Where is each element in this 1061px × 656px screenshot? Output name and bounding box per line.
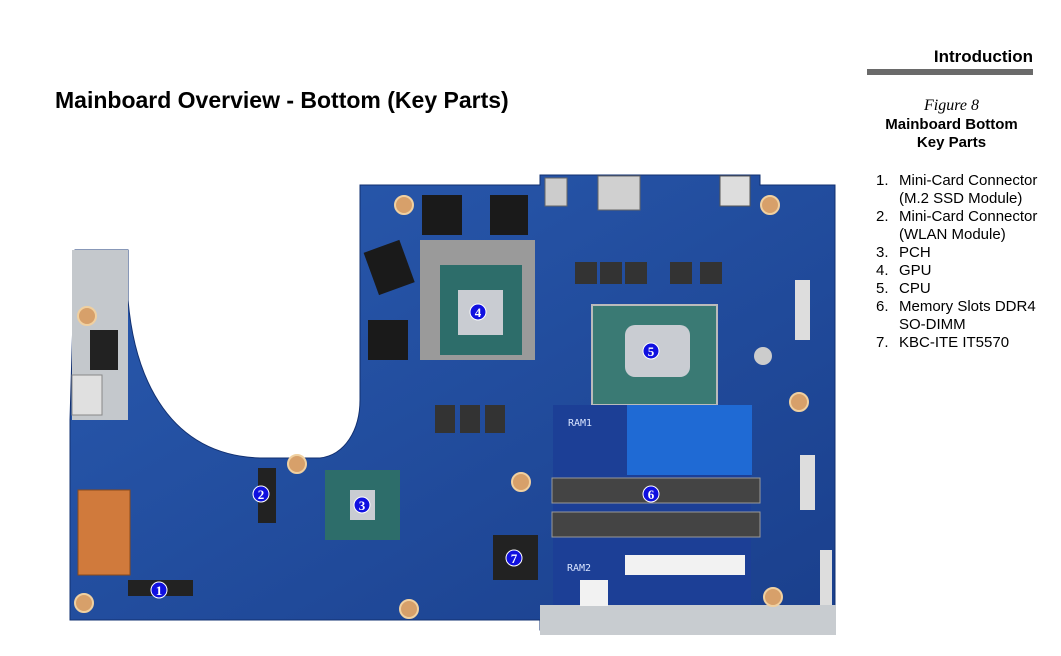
usb-port	[71, 374, 103, 416]
item-label: Memory Slots DDR4 SO-DIMM	[899, 298, 1036, 333]
figure-title-line2: Key Parts	[916, 134, 987, 151]
hdmi-port	[597, 175, 641, 211]
usb-c-port	[544, 177, 568, 207]
item-label: Mini-Card Connector (WLAN Module)	[899, 208, 1038, 243]
ffc-connector	[800, 455, 815, 510]
figure-title-line1: Mainboard Bottom	[885, 116, 1018, 133]
marker-1: 1	[150, 581, 168, 599]
standoff	[754, 347, 772, 365]
svg-text:3: 3	[359, 498, 366, 513]
figure-caption: Figure 8 Mainboard Bottom Key Parts	[864, 96, 1039, 152]
figure-number: Figure 8	[924, 97, 979, 114]
item-number: 3.	[876, 244, 889, 261]
marker-6: 6	[642, 485, 660, 503]
marker-5: 5	[642, 342, 660, 360]
key-parts-list: 1. Mini-Card Connector (M.2 SSD Module) 2…	[876, 172, 1046, 352]
item-number: 5.	[876, 280, 889, 297]
list-item: 6. Memory Slots DDR4 SO-DIMM	[876, 298, 1046, 334]
marker-7: 7	[505, 549, 523, 567]
vram-chip	[490, 195, 528, 235]
metal-bracket	[540, 605, 836, 635]
item-number: 1.	[876, 172, 889, 189]
item-number: 4.	[876, 262, 889, 279]
svg-text:4: 4	[475, 305, 482, 320]
vram-chip	[363, 239, 415, 296]
memory-slot-2	[551, 511, 761, 538]
io-connector	[90, 330, 118, 370]
svg-text:2: 2	[258, 487, 265, 502]
svg-text:5: 5	[648, 344, 655, 359]
ram1-label: RAM1	[568, 418, 592, 429]
serial-label	[625, 555, 745, 575]
ffc-connector	[795, 280, 810, 340]
item-number: 6.	[876, 298, 889, 315]
list-item: 7. KBC-ITE IT5570	[876, 334, 1046, 352]
marker-3: 3	[353, 496, 371, 514]
marker-2: 2	[252, 485, 270, 503]
item-label: KBC-ITE IT5570	[899, 334, 1010, 351]
item-number: 7.	[876, 334, 889, 351]
list-item: 5. CPU	[876, 280, 1046, 298]
svg-text:1: 1	[156, 583, 163, 598]
ram2-label: RAM2	[567, 563, 591, 574]
item-number: 2.	[876, 208, 889, 225]
power-chokes	[435, 262, 722, 433]
list-item: 3. PCH	[876, 244, 1046, 262]
ram-panel	[627, 405, 752, 475]
vram-chip	[368, 320, 408, 360]
svg-text:7: 7	[511, 551, 518, 566]
qc-sticker	[580, 580, 608, 606]
item-label: CPU	[899, 280, 931, 297]
vram-chip	[422, 195, 462, 235]
list-item: 2. Mini-Card Connector (WLAN Module)	[876, 208, 1046, 244]
screw-holes	[74, 195, 809, 619]
copper-shield	[77, 489, 131, 576]
section-header: Introduction	[933, 47, 1033, 66]
ffc-connector	[820, 550, 832, 605]
header-rule	[867, 69, 1033, 75]
item-label: Mini-Card Connector (M.2 SSD Module)	[899, 172, 1038, 207]
svg-text:6: 6	[648, 487, 655, 502]
marker-4: 4	[469, 303, 487, 321]
list-item: 4. GPU	[876, 262, 1046, 280]
item-label: GPU	[899, 262, 932, 279]
item-label: PCH	[899, 244, 931, 261]
dc-jack	[719, 175, 751, 207]
page-title: Mainboard Overview - Bottom (Key Parts)	[55, 87, 509, 113]
list-item: 1. Mini-Card Connector (M.2 SSD Module)	[876, 172, 1046, 208]
